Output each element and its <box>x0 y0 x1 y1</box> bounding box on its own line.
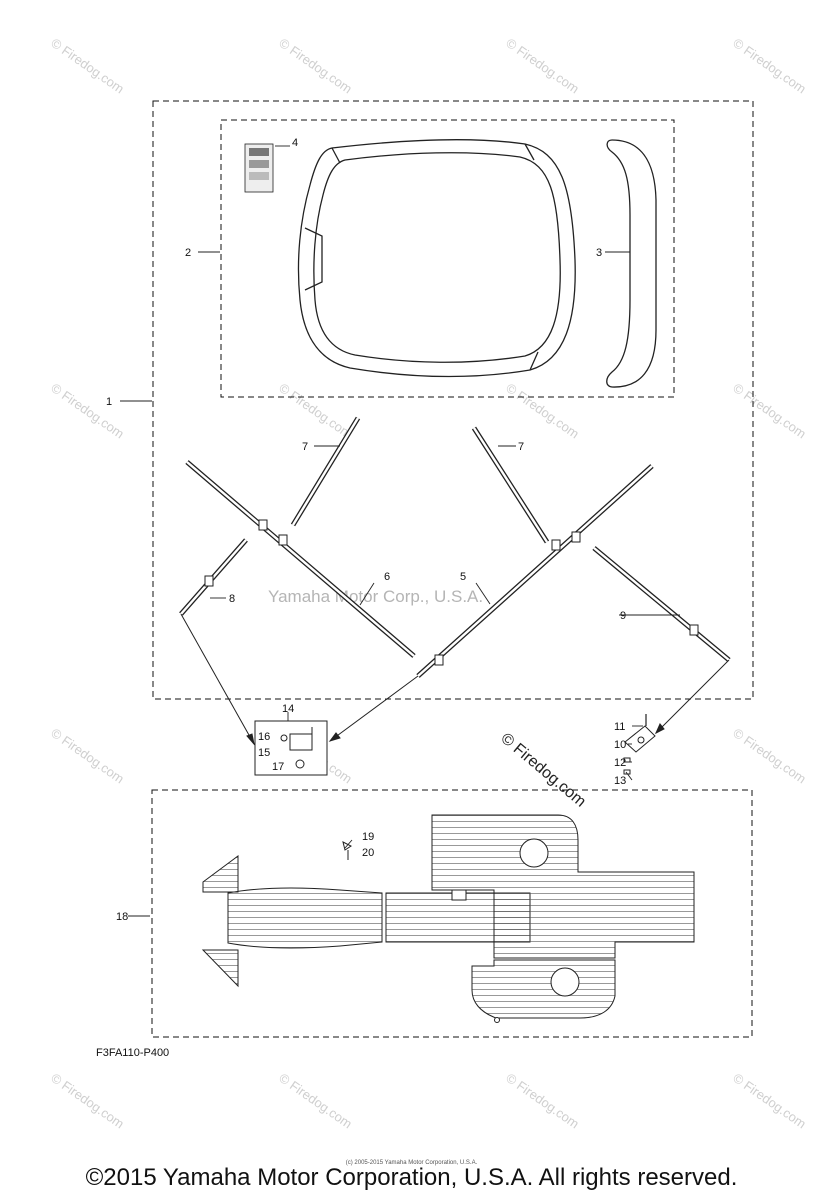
assembly-outline-18 <box>151 789 753 1038</box>
callout-17: 17 <box>272 761 284 773</box>
copyright-notice: ©2015 Yamaha Motor Corporation, U.S.A. A… <box>85 1164 738 1191</box>
callout-8: 8 <box>229 593 235 605</box>
watermark-firedog: © Firedog.com <box>276 380 355 441</box>
watermark-firedog: © Firedog.com <box>730 725 809 786</box>
callout-4: 4 <box>292 137 298 149</box>
assembly-outline-1 <box>152 100 754 700</box>
watermark-yamaha: Yamaha Motor Corp., U.S.A. <box>268 587 483 606</box>
watermark-firedog: © Firedog.com <box>48 725 127 786</box>
watermark-firedog: © Firedog.com <box>503 1070 582 1131</box>
callout-13: 13 <box>614 775 626 787</box>
callout-19: 19 <box>362 831 374 843</box>
callout-9: 9 <box>620 610 626 622</box>
watermark-firedog: © Firedog.com <box>276 1070 355 1131</box>
bracket-kit-part <box>254 720 328 776</box>
watermark-firedog: © Firedog.com <box>503 380 582 441</box>
assembly-outline-2 <box>220 119 675 398</box>
callout-7-left: 7 <box>302 441 308 453</box>
watermark-firedog-dark: © Firedog.com <box>497 730 588 811</box>
frame-tubes <box>179 416 731 678</box>
callout-2: 2 <box>185 247 191 259</box>
callout-10: 10 <box>614 739 626 751</box>
diagram-code: F3FA110-P400 <box>96 1047 170 1059</box>
callout-3: 3 <box>596 247 602 259</box>
watermark-layer: © Firedog.com © Firedog.com © Firedog.co… <box>48 35 809 1131</box>
watermark-firedog: © Firedog.com <box>276 35 355 96</box>
label-pack-part <box>244 143 274 193</box>
callout-6: 6 <box>384 571 390 583</box>
callout-14: 14 <box>282 703 294 715</box>
callout-11: 11 <box>614 721 625 733</box>
watermark-firedog: © Firedog.com <box>48 380 127 441</box>
watermark-firedog: © Firedog.com <box>730 1070 809 1131</box>
deck-mat-part <box>201 814 695 1023</box>
assembly-arrows <box>180 613 730 746</box>
callout-5: 5 <box>460 571 466 583</box>
callout-15: 15 <box>258 747 270 759</box>
watermark-firedog: © Firedog.com <box>730 35 809 96</box>
canopy-cover-part <box>297 139 576 378</box>
callout-7-right: 7 <box>518 441 524 453</box>
callout-1: 1 <box>106 396 112 408</box>
watermark-firedog: © Firedog.com <box>48 35 127 96</box>
callout-20: 20 <box>362 847 374 859</box>
watermark-firedog: © Firedog.com <box>730 380 809 441</box>
fastener-part <box>342 841 352 860</box>
callout-layer: 1 2 3 4 5 6 7 7 8 9 10 11 12 13 14 15 16… <box>106 137 626 923</box>
callout-18: 18 <box>116 911 128 923</box>
callout-12: 12 <box>614 757 626 769</box>
leader-lines <box>120 145 680 917</box>
watermark-firedog: © Firedog.com <box>48 1070 127 1131</box>
fine-print: (c) 2005-2015 Yamaha Motor Corporation, … <box>345 1160 478 1166</box>
callout-16: 16 <box>258 731 270 743</box>
watermark-firedog: © Firedog.com <box>503 35 582 96</box>
cover-strip-part <box>606 139 657 388</box>
